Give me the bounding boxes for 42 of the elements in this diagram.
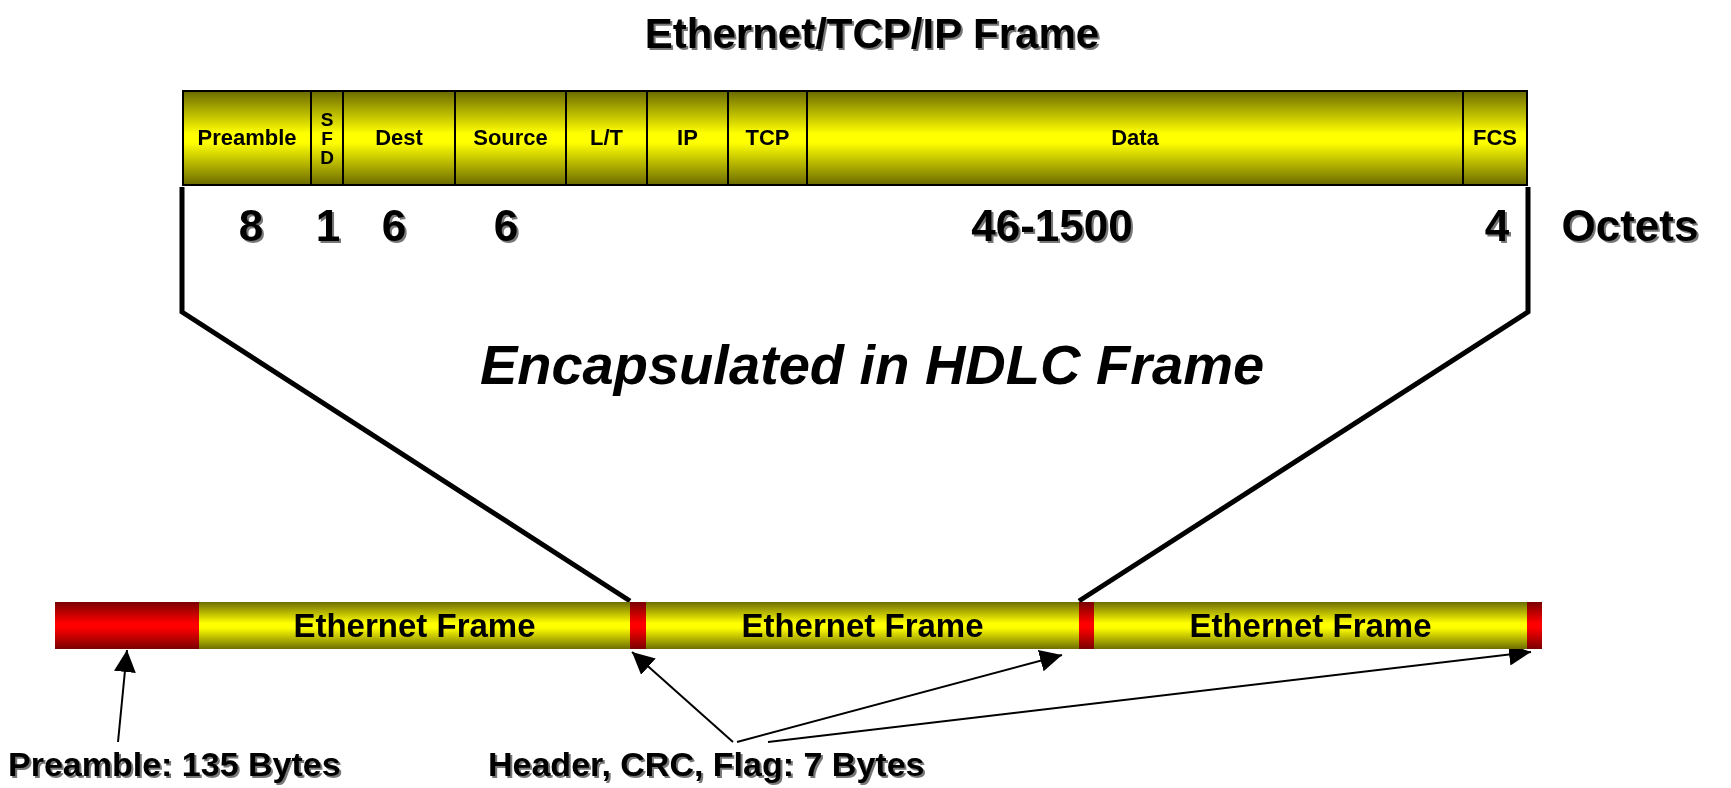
frame-field: [182, 90, 312, 186]
frame-field: [310, 90, 344, 186]
frame-field: [565, 90, 648, 186]
frame-segment: [646, 602, 1079, 649]
frame-field: [646, 90, 729, 186]
field-label: Ethernet Frame: [741, 606, 984, 645]
field-label: Preamble: [197, 125, 297, 151]
flag-segment: [1527, 602, 1542, 649]
field-label: TCP: [745, 125, 790, 151]
flag-segment: [630, 602, 646, 649]
size-number: 46-1500: [971, 201, 1133, 251]
size-number: 6: [493, 201, 519, 251]
flag-segment: [1079, 602, 1094, 649]
size-number: 4: [1484, 201, 1510, 251]
field-label: Dest: [375, 125, 423, 151]
caption-text: Encapsulated in HDLC Frame: [479, 331, 1265, 397]
arrow: [736, 650, 1063, 743]
arrow: [631, 651, 734, 743]
field-label: Source: [473, 125, 548, 151]
frame-field: [727, 90, 808, 186]
frame-segment: [199, 602, 630, 649]
field-label: L/T: [590, 125, 623, 151]
frame-field: [454, 90, 567, 186]
arrow: [113, 649, 136, 743]
annotation-text: Preamble: 135 Bytes: [8, 744, 341, 784]
annotation-text: Header, CRC, Flag: 7 Bytes: [488, 744, 925, 784]
diagram-title: Ethernet/TCP/IP Frame: [644, 10, 1100, 58]
field-label: Ethernet Frame: [1189, 606, 1432, 645]
unit-label: Octets: [1561, 201, 1699, 251]
size-number: 8: [238, 201, 264, 251]
size-number: 6: [381, 201, 407, 251]
field-label: FCS: [1473, 125, 1517, 151]
field-label: SFD: [319, 109, 335, 167]
frame-field: [806, 90, 1464, 186]
size-number: 1: [315, 201, 341, 251]
frame-field: [342, 90, 456, 186]
field-label: Data: [1111, 125, 1159, 151]
field-label: IP: [677, 125, 698, 151]
preamble-segment: [55, 602, 199, 649]
field-label: Ethernet Frame: [293, 606, 536, 645]
frame-segment: [1094, 602, 1527, 649]
frame-field: [1462, 90, 1528, 186]
